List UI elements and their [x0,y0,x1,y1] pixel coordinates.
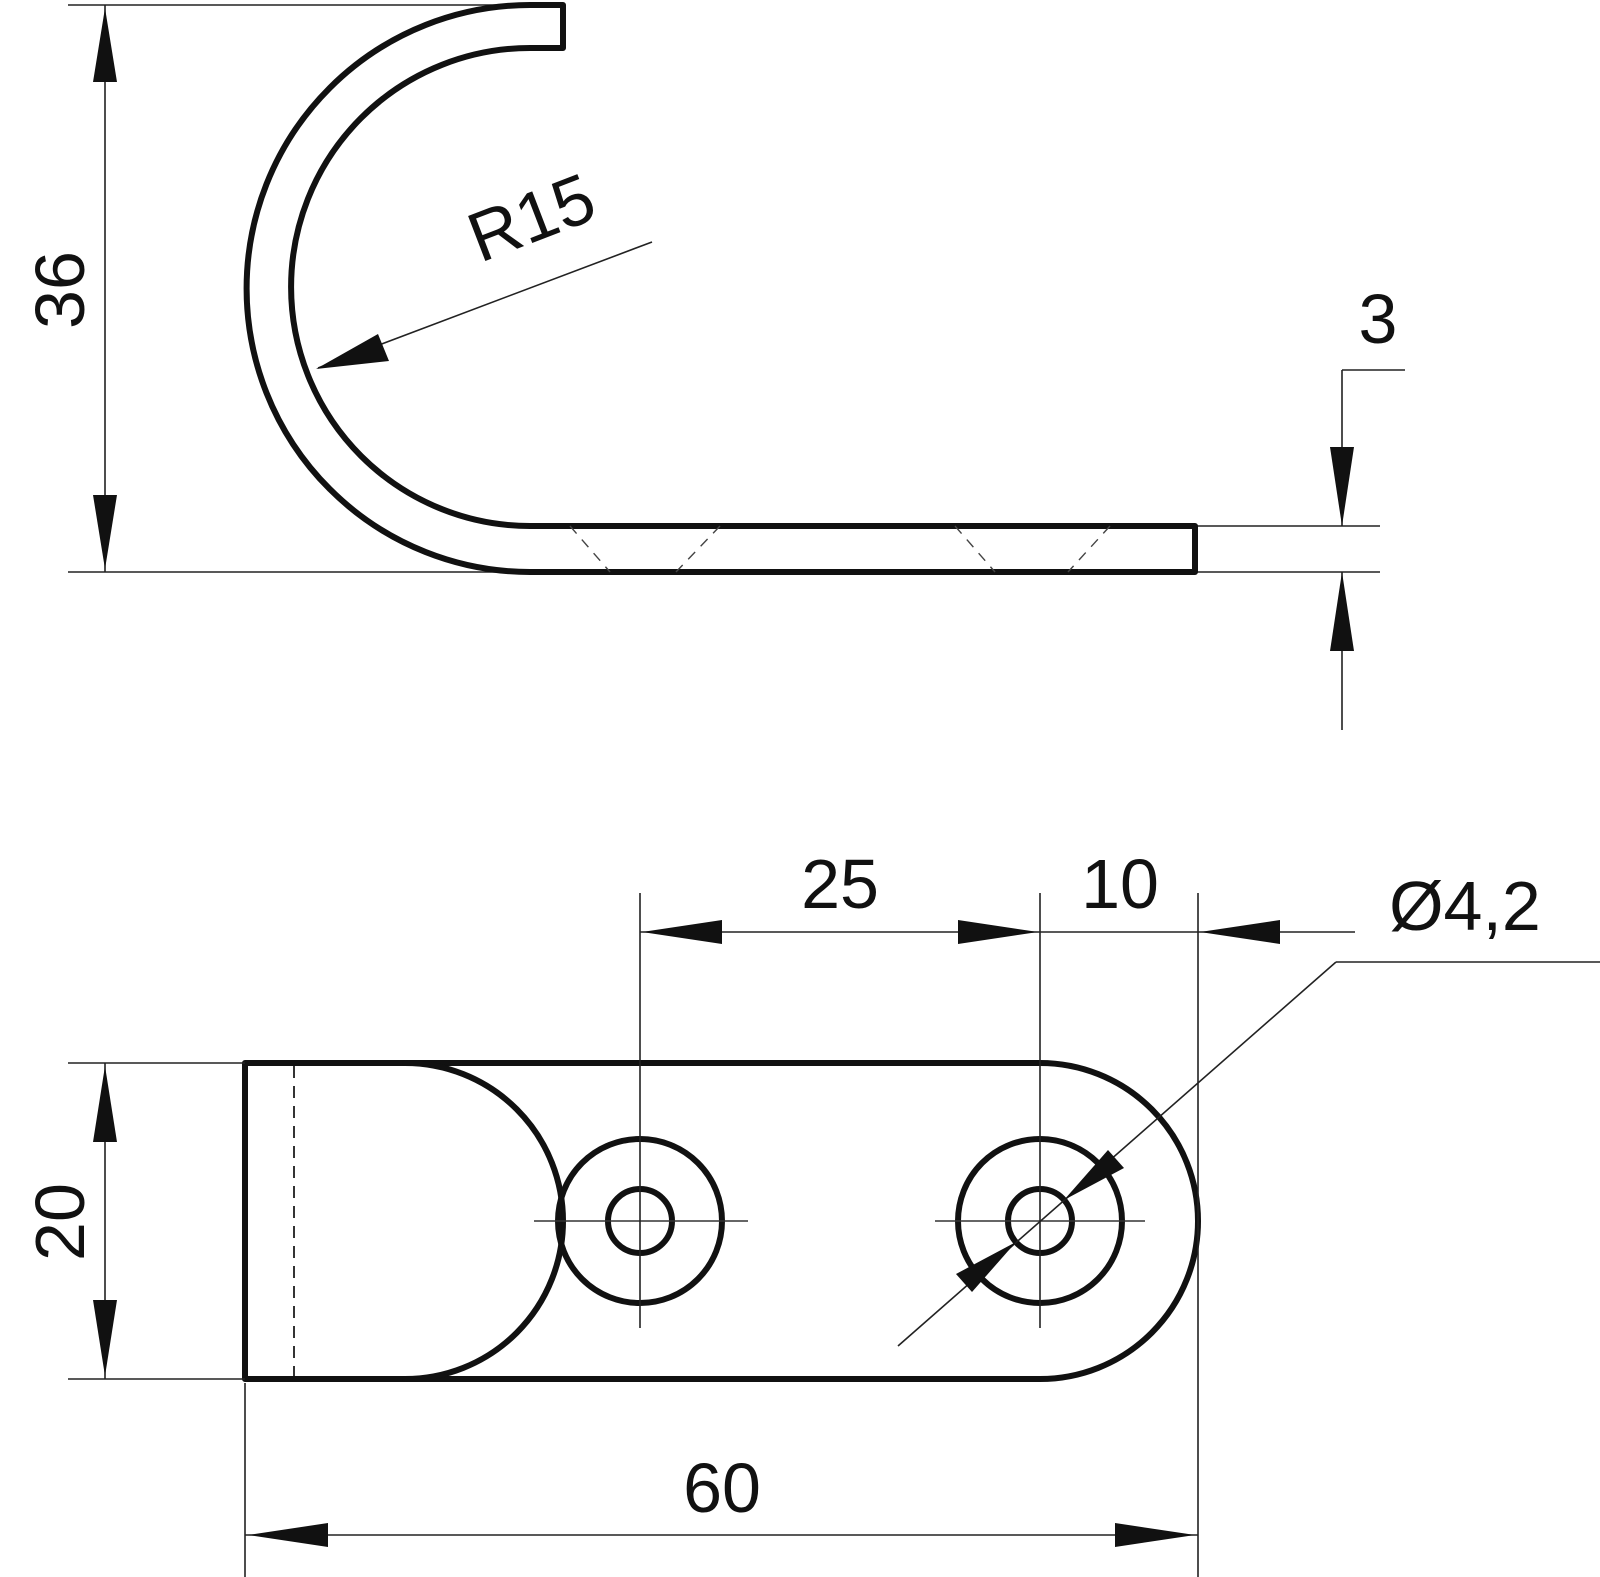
dim-label-length: 60 [683,1449,761,1527]
arrow-25-right [958,920,1038,944]
arrow-3-top [1330,447,1354,526]
diameter-leader-diagonal [897,961,1337,1347]
radius-arrow [316,334,389,369]
dim-label-radius: R15 [457,158,605,277]
arrow-36-bottom [93,495,117,569]
arrow-10-right [1200,920,1280,944]
arrow-25-left [642,920,722,944]
arrow-20-bottom [93,1300,117,1376]
top-view: 25 10 Ø4,2 20 60 [21,845,1600,1577]
dim-label-hole-spacing: 25 [801,845,879,923]
plate-hatching [569,525,1111,573]
arrow-20-top [93,1066,117,1142]
arrow-60-left [248,1523,328,1547]
dim-label-thickness: 3 [1359,280,1398,358]
hook-profile-outline [243,2,1198,575]
dim-label-hole-diameter: Ø4,2 [1389,867,1541,945]
diameter-arrow-lower [956,1242,1016,1292]
diameter-arrow-upper [1064,1150,1124,1200]
dim-label-height: 36 [21,251,99,329]
dim-label-width: 20 [21,1183,99,1261]
arrow-60-right [1115,1523,1195,1547]
arrow-36-top [93,8,117,82]
side-view: 36 R15 3 [21,2,1405,730]
dim-label-hole-to-end: 10 [1081,845,1159,923]
arrow-3-bottom [1330,572,1354,651]
